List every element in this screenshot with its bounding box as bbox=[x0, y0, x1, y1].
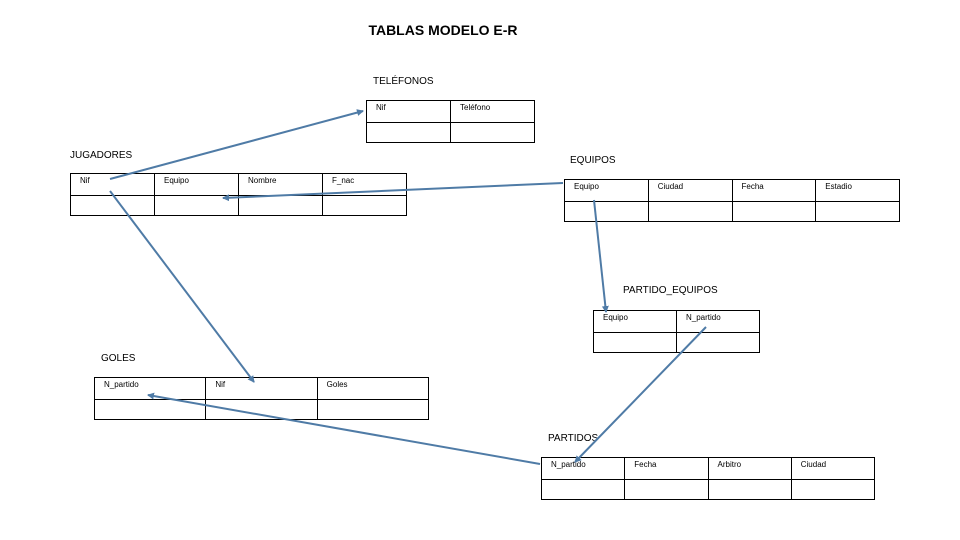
table-cell bbox=[154, 195, 239, 216]
column-header-fecha: Fecha bbox=[624, 457, 709, 480]
column-header-n-partido: N_partido bbox=[93, 377, 207, 400]
table-title-telefonos: TELÉFONOS bbox=[373, 76, 434, 87]
column-header-fecha: Fecha bbox=[731, 179, 817, 202]
page-title: TABLAS MODELO E-R bbox=[368, 22, 518, 38]
column-header-n-partido: N_partido bbox=[540, 457, 626, 480]
table-title-partidos: PARTIDOS bbox=[548, 433, 599, 444]
table-cell bbox=[593, 332, 677, 353]
table-cell bbox=[316, 399, 430, 420]
table-cell bbox=[647, 201, 733, 222]
column-header-equipo: Equipo bbox=[154, 173, 239, 196]
column-header-f-nac: F_nac bbox=[322, 173, 407, 196]
column-header-arbitro: Arbitro bbox=[707, 457, 792, 480]
table-title-jugadores: JUGADORES bbox=[70, 150, 133, 161]
column-header-nif: Nif bbox=[366, 100, 451, 123]
column-header-estadio: Estadio bbox=[815, 179, 900, 202]
table-cell bbox=[564, 201, 649, 222]
table-title-partido-equipos: PARTIDO_EQUIPOS bbox=[623, 285, 718, 296]
table-title-equipos: EQUIPOS bbox=[570, 155, 616, 166]
table-cell bbox=[790, 479, 876, 500]
column-header-nombre: Nombre bbox=[238, 173, 323, 196]
column-header-ciudad: Ciudad bbox=[790, 457, 876, 480]
column-header-n-partido: N_partido bbox=[676, 310, 760, 333]
table-title-goles: GOLES bbox=[101, 353, 136, 364]
table-cell bbox=[238, 195, 323, 216]
table-cell bbox=[205, 399, 318, 420]
table-partido-equipos: Equipo N_partido bbox=[593, 310, 760, 353]
table-partidos: N_partido Fecha Arbitro Ciudad bbox=[540, 457, 876, 500]
table-cell bbox=[93, 399, 207, 420]
table-cell bbox=[450, 122, 535, 143]
column-header-nif: Nif bbox=[205, 377, 318, 400]
table-telefonos: Nif Teléfono bbox=[366, 100, 535, 143]
table-cell bbox=[815, 201, 900, 222]
column-header-ciudad: Ciudad bbox=[647, 179, 733, 202]
column-header-telefono: Teléfono bbox=[450, 100, 535, 123]
table-equipos: Equipo Ciudad Fecha Estadio bbox=[564, 179, 900, 222]
table-cell bbox=[540, 479, 626, 500]
column-header-nif: Nif bbox=[70, 173, 155, 196]
relation-jugadores-nif-to-telefonos-nif bbox=[109, 109, 364, 180]
table-cell bbox=[707, 479, 792, 500]
table-goles: N_partido Nif Goles bbox=[93, 377, 430, 420]
column-header-equipo: Equipo bbox=[564, 179, 649, 202]
column-header-equipo: Equipo bbox=[593, 310, 677, 333]
table-cell bbox=[70, 195, 155, 216]
table-cell bbox=[676, 332, 760, 353]
table-cell bbox=[624, 479, 709, 500]
table-cell bbox=[366, 122, 451, 143]
table-cell bbox=[731, 201, 817, 222]
table-cell bbox=[322, 195, 407, 216]
column-header-goles: Goles bbox=[316, 377, 430, 400]
table-jugadores: Nif Equipo Nombre F_nac bbox=[70, 173, 407, 216]
